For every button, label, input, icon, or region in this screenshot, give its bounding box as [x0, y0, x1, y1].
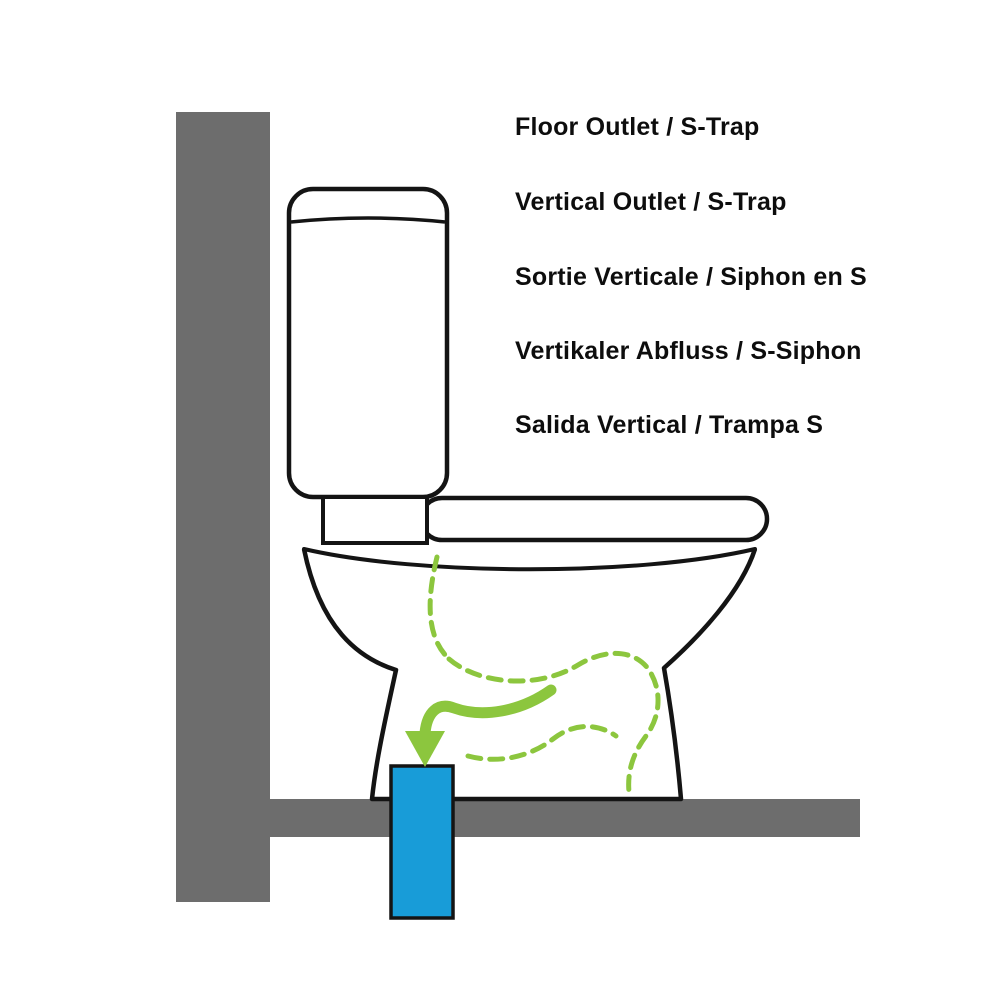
diagram-label-english-floor: Floor Outlet / S-Trap — [515, 113, 760, 141]
flow-arrow — [405, 684, 557, 767]
trap-path-dashed-inlet — [427, 554, 452, 662]
tank-base — [321, 495, 429, 545]
tank-lid-line — [290, 216, 446, 224]
bowl-rim — [302, 547, 757, 572]
toilet-tank — [286, 186, 450, 500]
wall — [176, 112, 270, 902]
diagram-label-spanish: Salida Vertical / Trampa S — [515, 411, 824, 439]
toilet-seat — [418, 495, 770, 543]
trap-path-dashed-lower — [465, 724, 619, 762]
floor — [270, 799, 860, 837]
trap-path-dashed-scurve — [446, 651, 661, 795]
flow-arrow-head — [405, 731, 445, 767]
flow-arrow-shaft — [419, 684, 557, 739]
diagram-label-english-vertical: Vertical Outlet / S-Trap — [515, 188, 787, 216]
diagram-label-german: Vertikaler Abfluss / S-Siphon — [515, 337, 862, 365]
drain-pipe — [389, 764, 455, 920]
s-trap-flow-path — [427, 554, 661, 795]
toilet-bowl — [301, 548, 758, 802]
diagram-label-french: Sortie Verticale / Siphon en S — [515, 263, 867, 291]
